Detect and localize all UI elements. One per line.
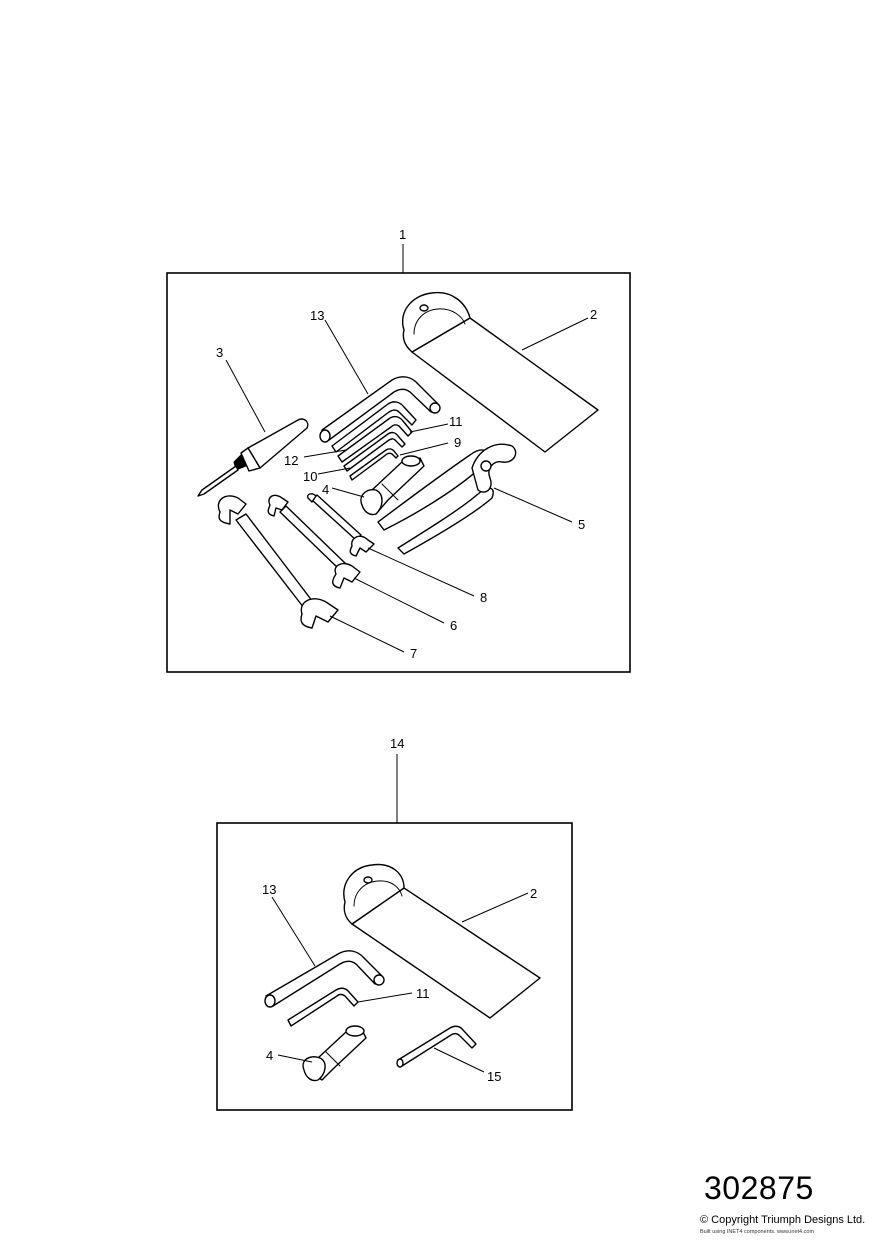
spanner-part-8: [306, 493, 375, 557]
leader-line-2b: [461, 892, 529, 923]
leader-line-10: [317, 467, 351, 475]
callout-14: 14: [390, 736, 404, 751]
tool-kit-panel-14: 14 2 13 11 4 15: [216, 736, 573, 1111]
tool-roll-part-2: [343, 863, 541, 1019]
panel-14-frame: [216, 822, 573, 1111]
leader-line-2: [521, 317, 589, 351]
leader-line-5: [493, 487, 573, 523]
screwdriver-part-3: [197, 418, 309, 497]
callout-8: 8: [480, 590, 487, 605]
callout-7: 7: [410, 646, 417, 661]
callout-1: 1: [399, 227, 406, 242]
tool-kit-panel-1: 1 2 3 13 11 9 12 10 4 5 8 6 7: [166, 227, 631, 673]
callout-13: 13: [310, 308, 324, 323]
callout-12: 12: [284, 453, 298, 468]
callout-4: 4: [322, 482, 329, 497]
built-with-notice: Built using INET4 components. www.inet4.…: [700, 1229, 815, 1235]
copyright-notice: © Copyright Triumph Designs Ltd.: [700, 1214, 866, 1226]
hex-key-part-9: [349, 448, 399, 481]
leader-line-4: [331, 487, 365, 498]
box-spanner-part-4: [302, 1025, 367, 1082]
callout-2: 2: [530, 886, 537, 901]
callout-2: 2: [590, 307, 597, 322]
hex-key-part-13: [319, 376, 441, 443]
box-spanner-part-4: [360, 455, 425, 516]
tool-roll-part-2: [401, 291, 599, 453]
callout-11: 11: [449, 414, 463, 429]
leader-line-15: [433, 1047, 485, 1073]
panel-1-frame: [166, 272, 631, 673]
illustration-reference-number: 302875: [704, 1170, 814, 1206]
callout-11: 11: [416, 986, 430, 1001]
hex-key-part-10: [343, 431, 406, 472]
callout-15: 15: [487, 1069, 501, 1084]
callout-9: 9: [454, 435, 461, 450]
leader-line-6: [353, 577, 445, 624]
leader-line-11b: [357, 992, 413, 1003]
pliers-part-5: [377, 443, 517, 555]
leader-line-13b: [271, 896, 316, 967]
leader-line-12: [303, 449, 347, 458]
leader-line-8: [367, 547, 475, 597]
hex-key-part-11: [287, 987, 359, 1027]
callout-13: 13: [262, 882, 276, 897]
callout-6: 6: [450, 618, 457, 633]
hex-key-part-15: [396, 1025, 477, 1068]
leader-line-11: [409, 423, 449, 433]
hex-key-part-12: [331, 401, 417, 453]
leader-line-13: [324, 319, 369, 395]
callout-10: 10: [303, 469, 317, 484]
spanner-part-6: [267, 494, 361, 589]
callout-3: 3: [216, 345, 223, 360]
leader-line-9: [399, 442, 449, 456]
leader-line-3: [225, 359, 266, 433]
callout-4: 4: [266, 1048, 273, 1063]
hex-key-part-11: [337, 415, 413, 463]
hex-key-part-13: [264, 950, 385, 1008]
spanner-part-7: [217, 495, 339, 629]
leader-line-4b: [277, 1054, 313, 1063]
leader-line-7: [329, 615, 405, 653]
callout-5: 5: [578, 517, 585, 532]
